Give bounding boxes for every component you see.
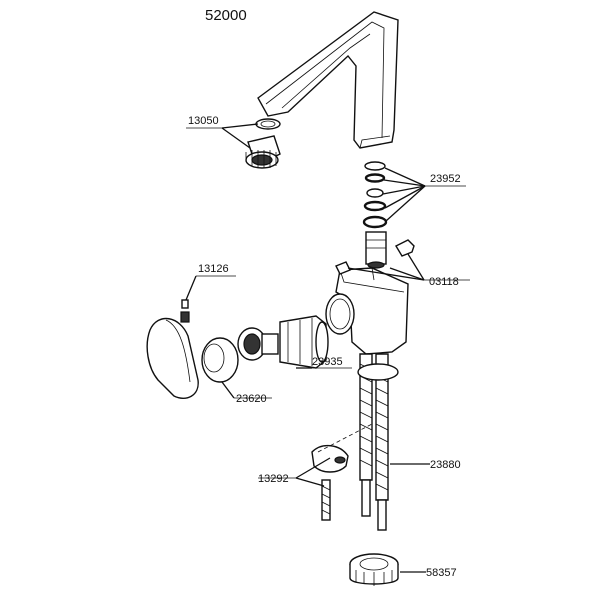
part-label-13050: 13050	[188, 115, 219, 127]
handle-cap	[201, 337, 239, 383]
part-label-23880: 23880	[430, 459, 461, 471]
part-label-58357: 58357	[426, 567, 457, 579]
handle	[146, 299, 199, 399]
mounting-bracket	[311, 423, 373, 521]
aerator-parts	[245, 118, 281, 169]
mounting-nut	[349, 553, 399, 586]
part-label-23935: 23935	[312, 356, 343, 368]
part-label-13126: 13126	[198, 263, 229, 275]
valve-body	[325, 231, 415, 355]
flexible-hoses	[357, 353, 399, 531]
spout	[257, 11, 399, 149]
cartridge	[237, 315, 329, 369]
part-label-13292: 13292	[258, 473, 289, 485]
model-number: 52000	[205, 7, 247, 24]
part-label-23620: 23620	[236, 393, 267, 405]
part-label-23952: 23952	[430, 173, 461, 185]
o-rings	[362, 161, 388, 229]
part-label-03118: 03118	[429, 276, 459, 288]
